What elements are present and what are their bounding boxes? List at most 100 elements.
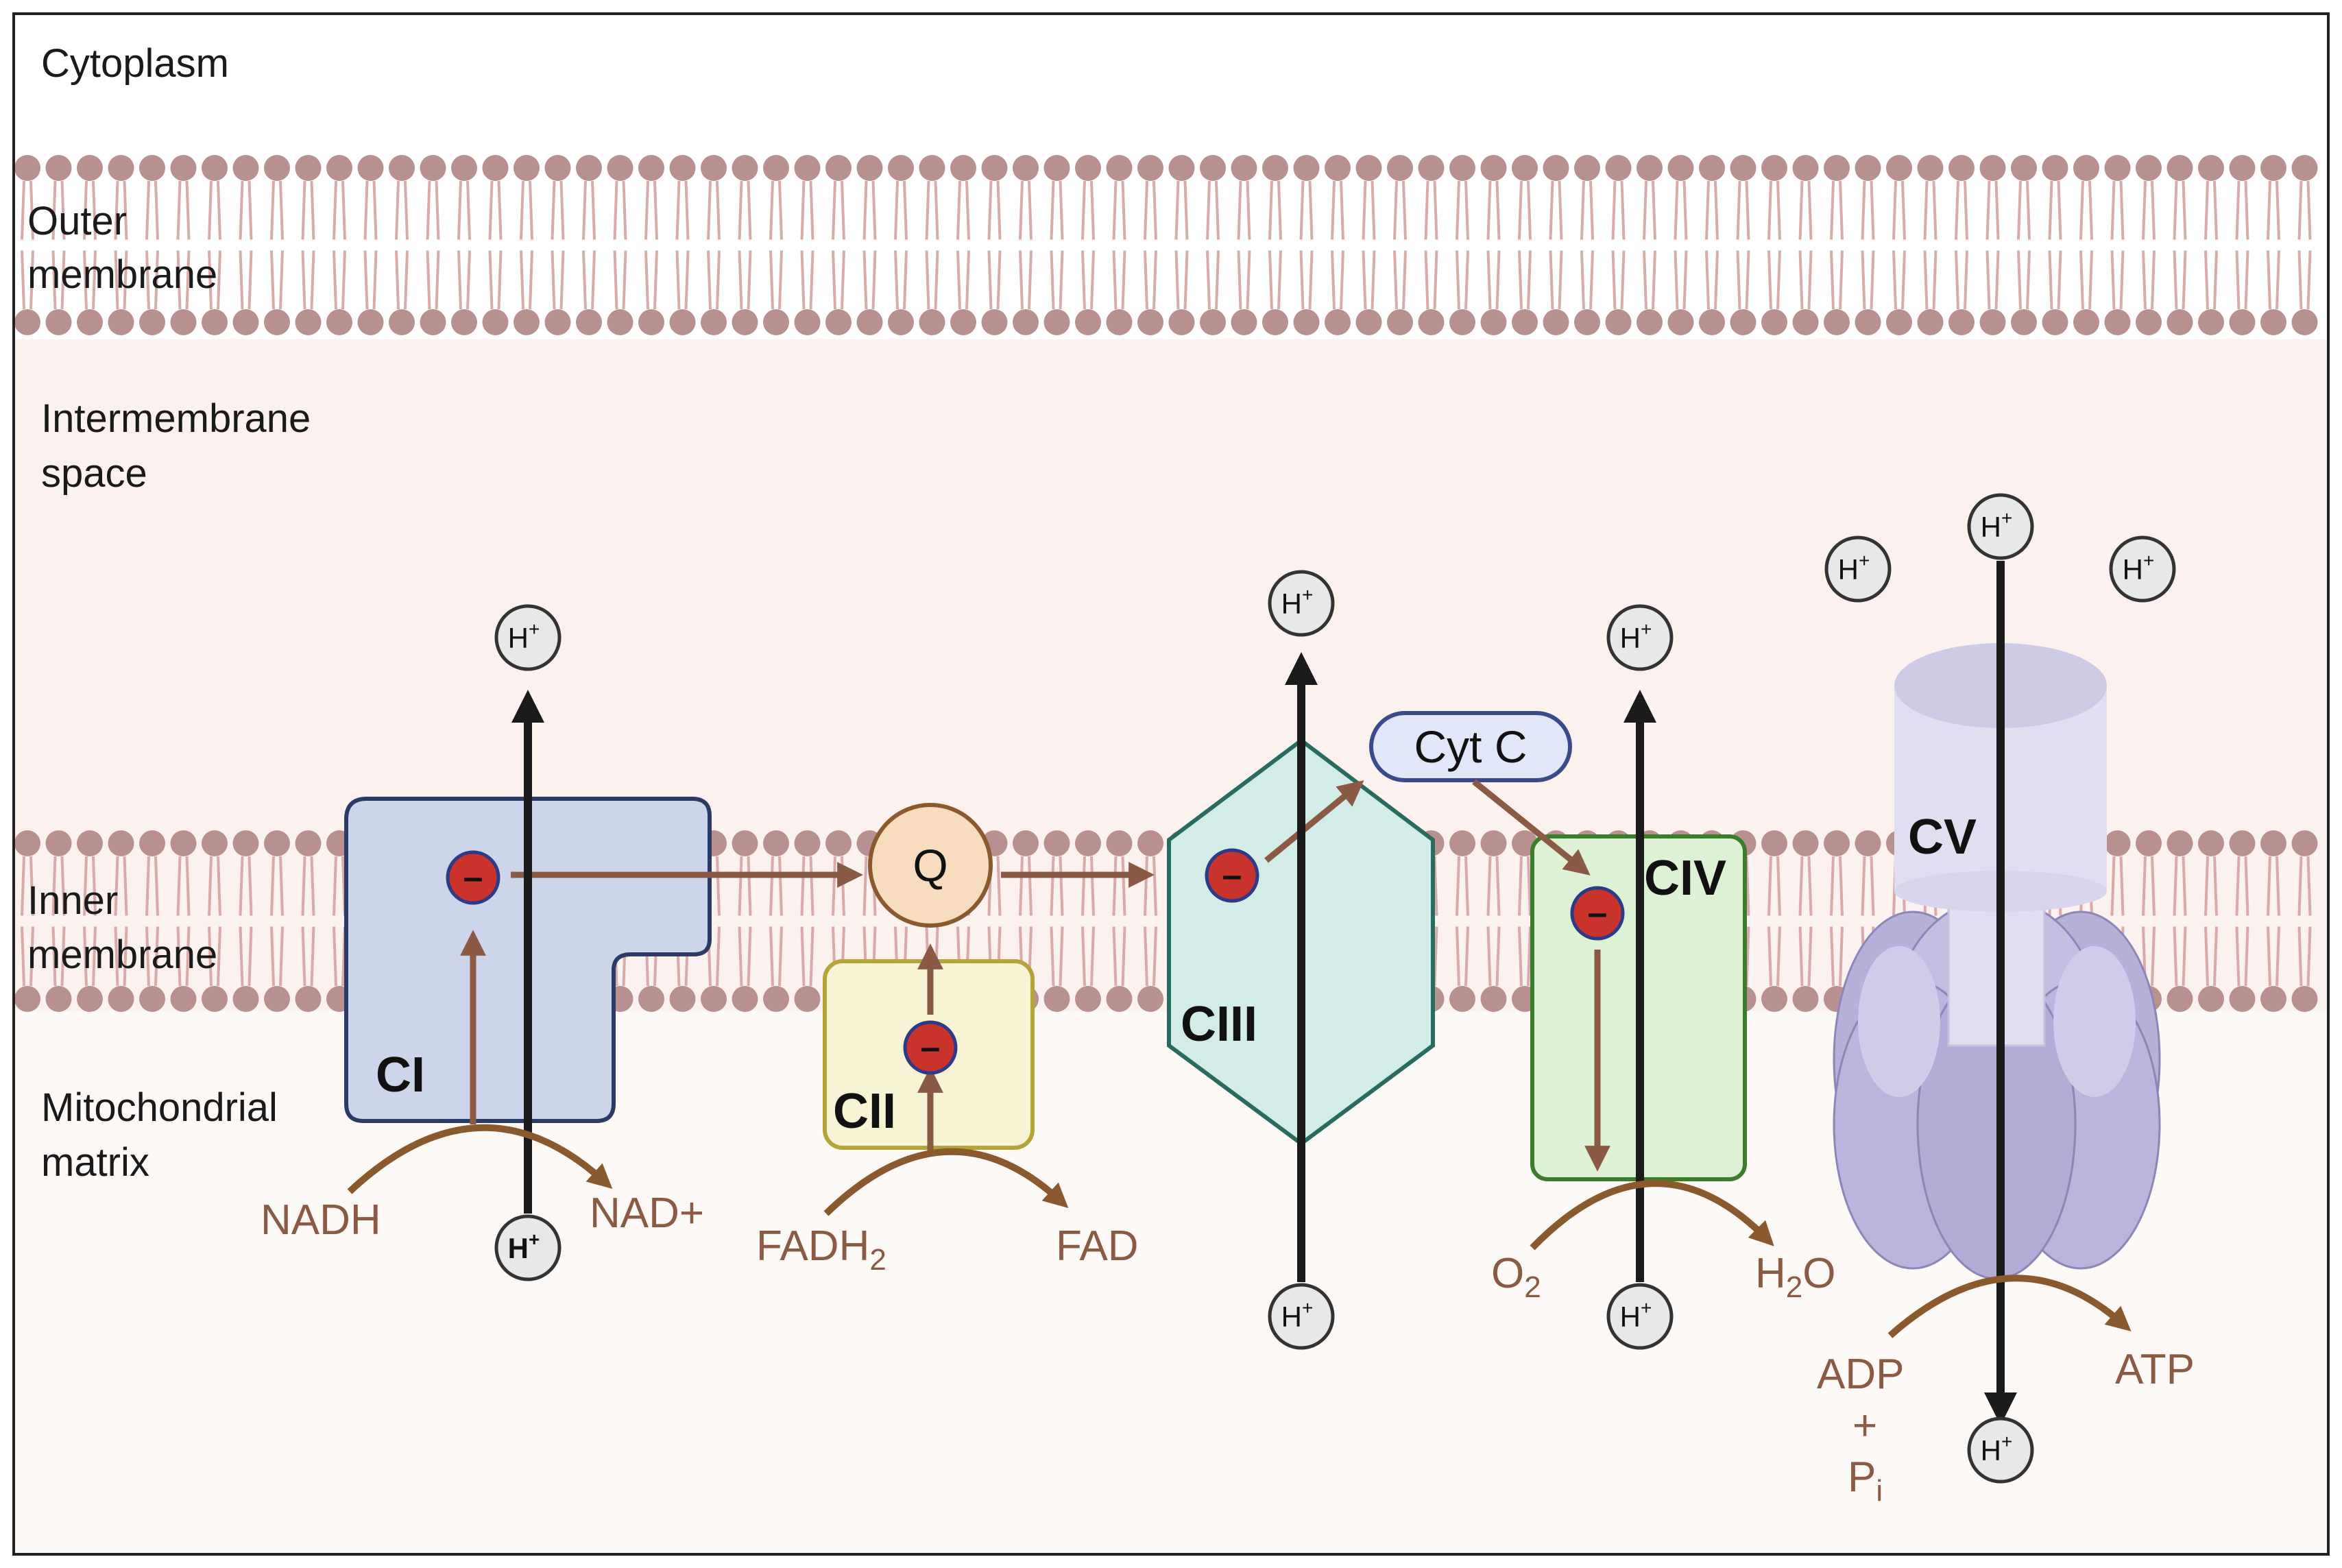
lipid-head [202, 830, 228, 856]
adp-plus: + [1852, 1402, 1877, 1449]
proton-icon: H+ [1606, 1283, 1674, 1350]
lipid-head [2291, 830, 2318, 856]
lipid-head [1512, 155, 1538, 181]
outer-membrane-lipid-pair [1824, 155, 1850, 335]
lipid-head [2136, 155, 2162, 181]
lipid-head [1886, 309, 1912, 335]
lipid-tail [800, 250, 814, 310]
proton-icon: H+ [494, 1214, 562, 1281]
proton-label: H+ [1838, 550, 1870, 586]
outer-membrane-lipid-pair [888, 155, 914, 335]
lipid-head [1137, 830, 1163, 856]
lipid-head [451, 309, 477, 335]
outer-membrane-lipid-pair [77, 155, 103, 335]
lipid-tail [2110, 856, 2125, 916]
lipid-head [856, 309, 883, 335]
lipid-tail [1456, 250, 1469, 310]
lipid-head [2291, 986, 2318, 1012]
lipid-head [45, 986, 72, 1012]
outer-membrane-lipid-pair [264, 155, 290, 335]
lipid-head [1605, 155, 1632, 181]
lipid-tail [2267, 856, 2280, 916]
lipid-tail [21, 180, 34, 240]
lipid-head [763, 155, 789, 181]
inner-membrane-lipid-pair [14, 830, 40, 1012]
inner-membrane-lipid-pair [794, 830, 821, 1012]
outer-membrane-lipid-pair [1886, 155, 1912, 335]
lipid-tail [987, 250, 1002, 310]
lipid-head [1979, 309, 2006, 335]
proton-sup: + [2001, 507, 2012, 529]
lipid-tail [1050, 250, 1064, 310]
pi-sub: i [1876, 1474, 1883, 1508]
lipid-head [669, 309, 696, 335]
lipid-head [794, 830, 821, 856]
outer-membrane-lipid-pair [1792, 155, 1819, 335]
lipid-tail [1174, 180, 1189, 240]
lipid-head [794, 155, 821, 181]
lipid-tail [551, 180, 565, 240]
lipid-tail [2235, 180, 2249, 240]
lipid-tail [1798, 856, 1813, 916]
inner-membrane-lipid-pair [2260, 830, 2286, 1012]
lipid-tail [1144, 250, 1157, 310]
lipid-head [1792, 830, 1819, 856]
lipid-head [763, 830, 789, 856]
cyt-c-label: Cyt C [1414, 721, 1528, 772]
outer-membrane-lipid-pair [1855, 155, 1881, 335]
outer-membrane-lipid-pair [1418, 155, 1445, 335]
pi-label: Pi [1848, 1454, 1883, 1508]
lipid-tail [1174, 250, 1189, 310]
lipid-head [701, 309, 727, 335]
lipid-head [1013, 155, 1039, 181]
inner-membrane-lipid-pair [732, 830, 758, 1012]
lipid-head [139, 830, 165, 856]
proton-base: H [2123, 553, 2143, 586]
lipid-head [2104, 830, 2131, 856]
lipid-head [2229, 830, 2256, 856]
lipid-tail [1299, 180, 1314, 240]
proton-label: H+ [1620, 1297, 1652, 1333]
inner-membrane-lipid-pair [139, 830, 165, 1012]
cytoplasm-label: Cytoplasm [41, 41, 229, 86]
outer-membrane-lipid-pair [544, 155, 571, 335]
lipid-tail [176, 856, 191, 916]
lipid-head [170, 309, 197, 335]
outer-membrane-lipid-pair [1979, 155, 2006, 335]
lipid-head [2260, 155, 2286, 181]
inner-membrane-lipid-pair [232, 830, 259, 1012]
lipid-head [357, 155, 384, 181]
lipid-tail [1549, 180, 1563, 240]
outer-membrane-lipid-pair [1480, 155, 1507, 335]
lipid-head [825, 309, 852, 335]
outer-membrane-lipid-pair [357, 155, 384, 335]
lipid-tail [1549, 250, 1563, 310]
outer-membrane-lipid-pair [2229, 155, 2256, 335]
lipid-tail [925, 180, 939, 240]
pi-base: P [1848, 1454, 1876, 1501]
lipid-head [1200, 309, 1226, 335]
lipid-head [1355, 155, 1382, 181]
lipid-head [1293, 155, 1320, 181]
lipid-head [77, 986, 103, 1012]
lipid-tail [426, 250, 440, 310]
matrix-label-line1: Mitochondrial [41, 1085, 278, 1130]
lipid-tail [1081, 180, 1095, 240]
proton-base: H [1281, 1301, 1302, 1333]
lipid-tail [2173, 856, 2187, 916]
lipid-head [1543, 309, 1569, 335]
lipid-head [2166, 830, 2193, 856]
lipid-tail [1518, 856, 1532, 916]
lipid-tail [2110, 180, 2125, 240]
lipid-head [1605, 309, 1632, 335]
lipid-tail [582, 250, 596, 310]
lipid-tail [1486, 856, 1501, 916]
lipid-tail [1050, 856, 1064, 916]
proton-sup: + [2001, 1431, 2012, 1452]
inner-membrane-lipid-pair [2198, 830, 2224, 1012]
lipid-head [2104, 155, 2131, 181]
outer-membrane-label-line1: Outer [27, 199, 127, 243]
lipid-tail [1611, 180, 1626, 240]
outer-membrane-lipid-pair [1699, 155, 1725, 335]
lipid-head [2073, 155, 2099, 181]
